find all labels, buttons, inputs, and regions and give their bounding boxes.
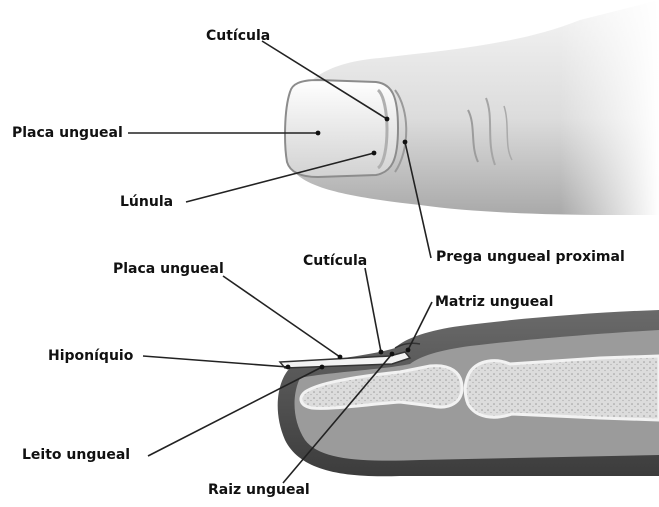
finger-cross-section <box>278 310 659 476</box>
thumb-illustration <box>285 0 659 215</box>
leader-placa-ungueal-section <box>223 276 340 357</box>
middle-phalanx-bone <box>465 356 659 420</box>
label-raiz-ungueal: Raiz ungueal <box>208 482 310 498</box>
label-hiponiquio: Hiponíquio <box>48 348 133 364</box>
label-matriz-ungueal: Matriz ungueal <box>435 294 553 310</box>
leader-hiponiquio <box>143 356 288 367</box>
label-cuticula-top: Cutícula <box>206 28 270 44</box>
label-prega-ungueal-proximal: Prega ungueal proximal <box>436 249 625 265</box>
label-lunula: Lúnula <box>120 194 173 210</box>
label-placa-ungueal-section: Placa ungueal <box>113 261 224 277</box>
label-cuticula-section: Cutícula <box>303 253 367 269</box>
label-leito-ungueal: Leito ungueal <box>22 447 130 463</box>
leader-cuticula-section <box>365 268 381 352</box>
label-placa-ungueal-top: Placa ungueal <box>12 125 123 141</box>
